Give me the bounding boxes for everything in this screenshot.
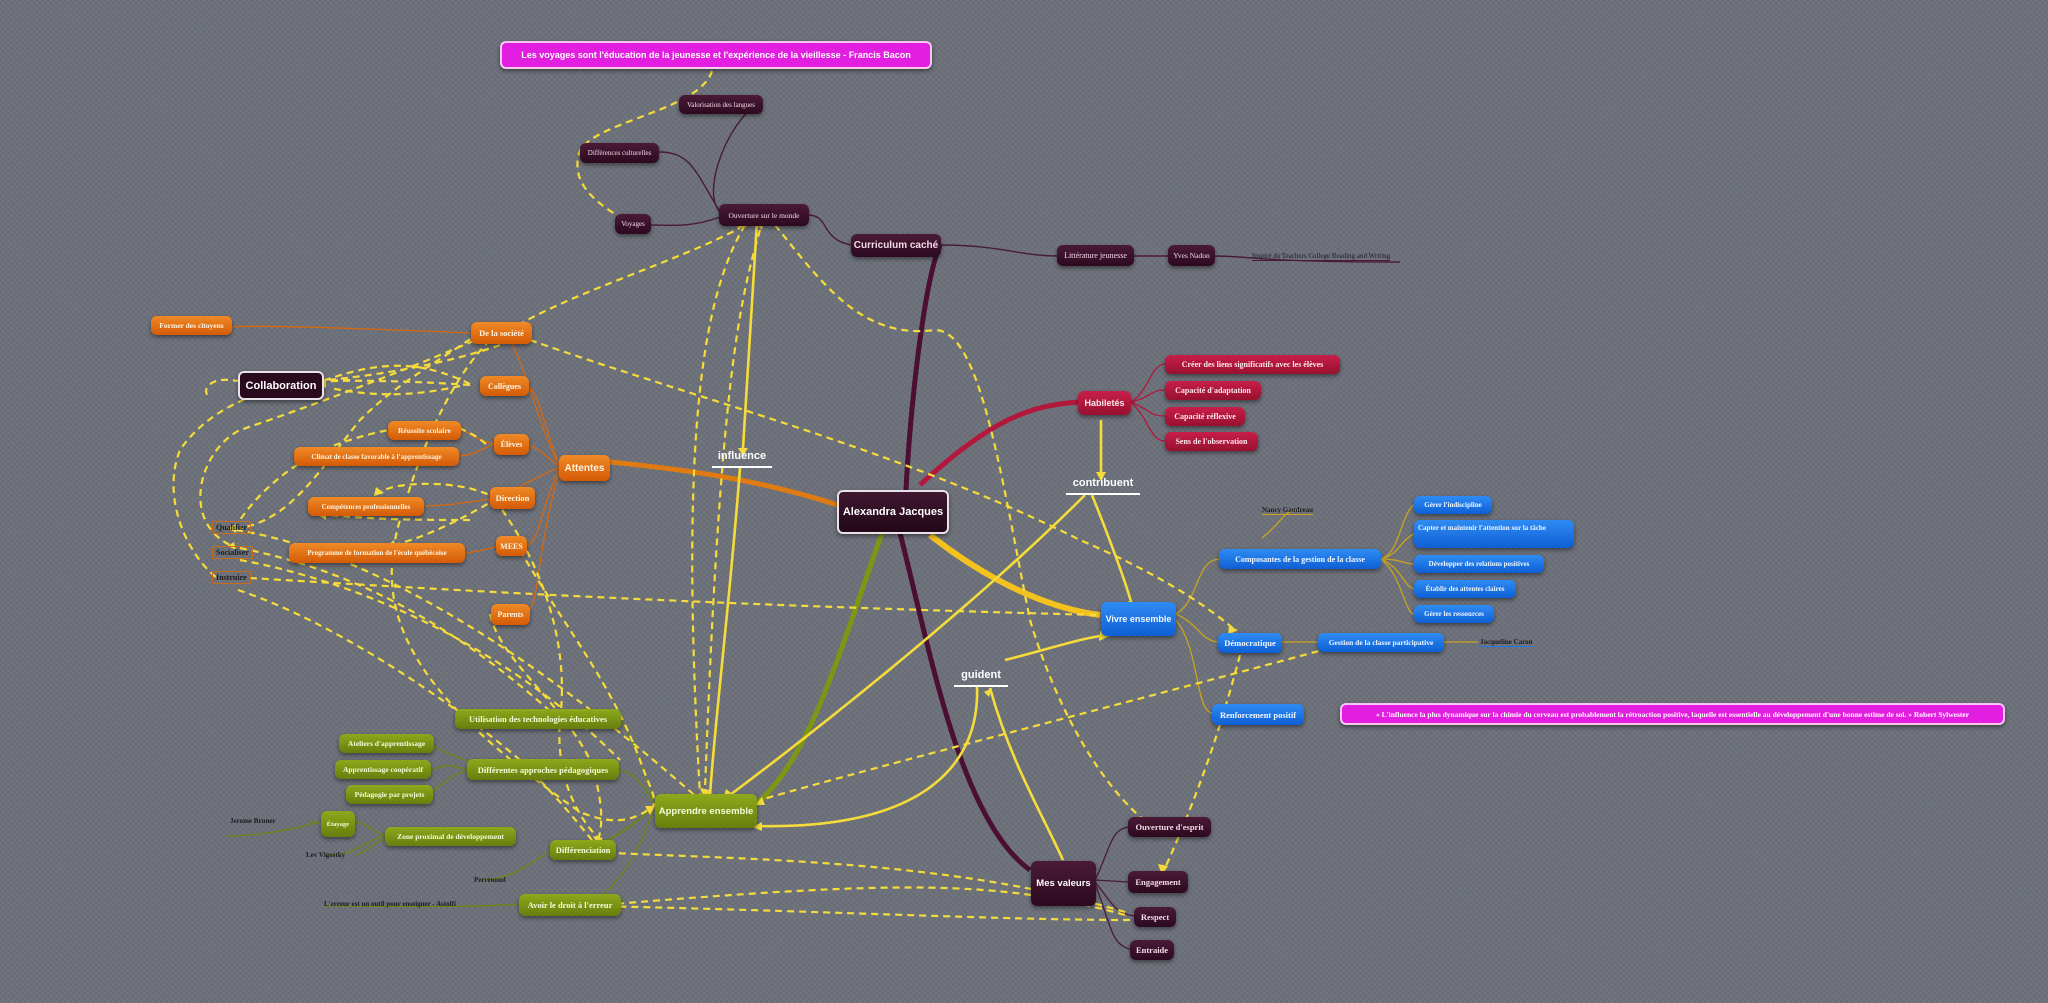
gestion-classe-participative-node[interactable]: Gestion de la classe participative: [1318, 633, 1444, 652]
zone-proximal-node[interactable]: Zone proximal de développement: [385, 827, 516, 846]
democratique-node[interactable]: Démocratique: [1218, 633, 1282, 653]
gerer-ressources-node[interactable]: Gérer les ressources: [1414, 605, 1494, 623]
developper-relations-node[interactable]: Développer des relations positives: [1414, 555, 1544, 573]
de-la-societe-node[interactable]: De la société: [471, 322, 532, 344]
habilete-item-4[interactable]: Sens de l'observation: [1165, 432, 1258, 451]
lev-vigostky-label: Lev Vigostky: [306, 851, 346, 859]
collegues-node[interactable]: Collègues: [480, 376, 529, 396]
perrenoud-label: Perrenoud: [474, 876, 506, 884]
teachers-college-label: Inspiré du Teachers College Reading and …: [1252, 252, 1391, 261]
instruire-label[interactable]: Instruire: [212, 571, 251, 584]
renforcement-positif-node[interactable]: Renforcement positif: [1212, 704, 1304, 725]
habilete-item-1[interactable]: Créer des liens significatifs avec les é…: [1165, 355, 1340, 374]
parents-node[interactable]: Parents: [491, 604, 530, 625]
ouverture-sur-le-monde-node[interactable]: Ouverture sur le monde: [719, 204, 809, 226]
engagement-node[interactable]: Engagement: [1128, 871, 1188, 893]
capter-attention-node[interactable]: Capter et maintenir l'attention sur la t…: [1414, 520, 1574, 548]
competences-professionnelles-node[interactable]: Compétences professionnelles: [308, 497, 424, 516]
valorisation-des-langues-node[interactable]: Valorisation des langues: [679, 95, 763, 114]
gerer-indiscipline-node[interactable]: Gérer l'indiscipline: [1414, 496, 1492, 514]
jerome-bruner-label: Jerome Bruner: [230, 817, 276, 825]
utilisation-technologies-node[interactable]: Utilisation des technologies éducatives: [455, 709, 621, 729]
contribuent-link-label: contribuent: [1066, 477, 1140, 495]
etayage-node[interactable]: Étayage: [321, 811, 355, 837]
habiletes-node[interactable]: Habiletés: [1078, 391, 1131, 415]
reussite-scolaire-node[interactable]: Réussite scolaire: [388, 421, 461, 440]
quote-robert-sylwester[interactable]: « L'influence la plus dynamique sur la c…: [1340, 703, 2005, 725]
direction-node[interactable]: Direction: [490, 487, 535, 509]
mes-valeurs-node[interactable]: Mes valeurs: [1031, 861, 1096, 906]
composantes-gestion-classe-node[interactable]: Composantes de la gestion de la classe: [1219, 549, 1381, 569]
socialiser-label[interactable]: Socialiser: [212, 546, 253, 559]
climat-de-classe-node[interactable]: Climat de classe favorable à l'apprentis…: [294, 447, 459, 466]
differentes-approches-node[interactable]: Différentes approches pédagogiques: [467, 759, 619, 780]
curriculum-cache-node[interactable]: Curriculum caché: [851, 234, 941, 257]
attentes-node[interactable]: Attentes: [559, 455, 610, 481]
litterature-jeunesse-node[interactable]: Littérature jeunesse: [1057, 245, 1134, 266]
apprentissage-cooperatif-node[interactable]: Apprentissage coopératif: [335, 760, 431, 779]
droit-erreur-node[interactable]: Avoir le droit à l'erreur: [519, 894, 621, 916]
differenciation-node[interactable]: Différenciation: [550, 840, 616, 860]
collaboration-node[interactable]: Collaboration: [238, 371, 324, 400]
ouverture-esprit-node[interactable]: Ouverture d'esprit: [1128, 817, 1211, 837]
apprendre-ensemble-node[interactable]: Apprendre ensemble: [655, 794, 757, 828]
nancy-gaudreau-label: Nancy Gaudreau: [1262, 506, 1314, 515]
programme-de-formation-node[interactable]: Programme de formation de l'école québéc…: [289, 543, 465, 563]
ateliers-apprentissage-node[interactable]: Ateliers d'apprentissage: [339, 734, 434, 753]
astolfi-label: L'erreur est un outil pour enseigner - A…: [324, 900, 456, 908]
central-node-alexandra-jacques[interactable]: Alexandra Jacques: [837, 490, 949, 534]
voyages-node[interactable]: Voyages: [615, 214, 651, 234]
guident-link-label: guident: [954, 669, 1008, 687]
yves-nadon-node[interactable]: Yves Nadon: [1168, 245, 1215, 266]
habilete-item-2[interactable]: Capacité d'adaptation: [1165, 381, 1261, 400]
jacqueline-caron-label: Jacqueline Caron: [1480, 638, 1533, 647]
pedagogie-projets-node[interactable]: Pédagogie par projets: [346, 785, 433, 804]
entraide-node[interactable]: Entraide: [1130, 940, 1174, 960]
habilete-item-3[interactable]: Capacité réflexive: [1165, 407, 1245, 426]
influence-link-label: influence: [712, 450, 772, 468]
eleves-node[interactable]: Élèves: [494, 434, 529, 455]
former-des-citoyens-node[interactable]: Former des citoyens: [151, 316, 232, 335]
etablir-attentes-node[interactable]: Établir des attentes claires: [1414, 580, 1516, 598]
vivre-ensemble-node[interactable]: Vivre ensemble: [1101, 602, 1176, 636]
quote-francis-bacon[interactable]: Les voyages sont l'éducation de la jeune…: [500, 41, 932, 69]
qualifier-label[interactable]: Qualifier: [212, 521, 252, 534]
differences-culturelles-node[interactable]: Différences culturelles: [580, 143, 659, 163]
mees-node[interactable]: MEES: [496, 536, 527, 556]
respect-node[interactable]: Respect: [1134, 907, 1176, 927]
